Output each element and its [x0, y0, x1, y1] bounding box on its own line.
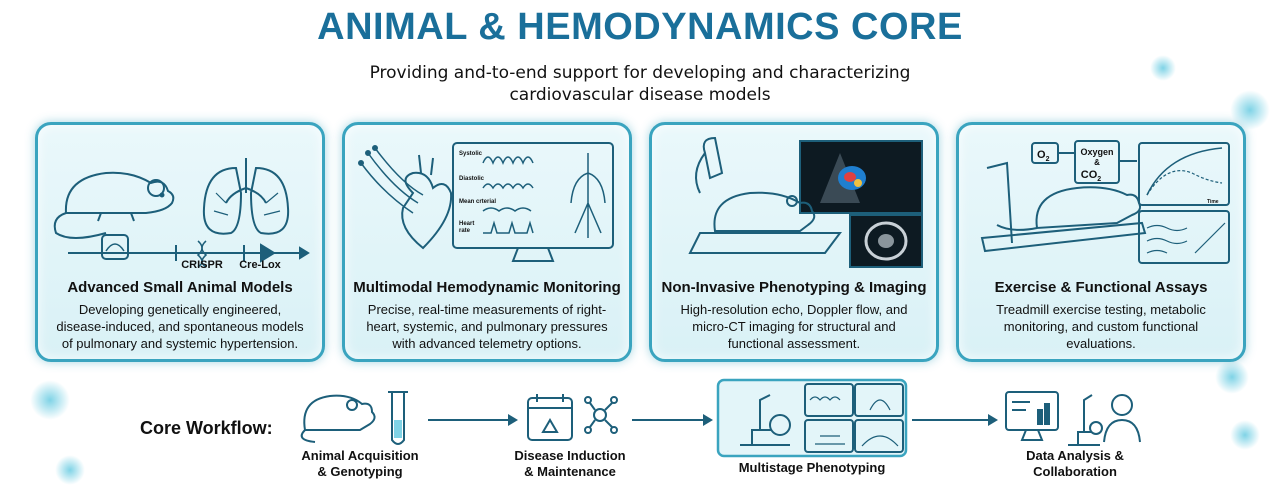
time-label: Time [1207, 199, 1219, 205]
glow-decoration [55, 455, 85, 485]
desc-line: disease-induced, and spontaneous models [56, 319, 304, 334]
heart-icon [401, 154, 453, 250]
step-line: Collaboration [1033, 464, 1117, 479]
card-title: Non-Invasive Phenotyping & Imaging [661, 279, 927, 296]
ultrasound-probe-icon [702, 136, 724, 180]
subtitle-line: cardiovascular disease models [509, 85, 771, 105]
treadmill-icon [986, 161, 1013, 244]
card-description: High-resolution echo, Doppler flow, and … [658, 301, 930, 352]
workflow-step-disease-induction: Disease Induction & Maintenance [500, 448, 640, 480]
card-animal-models: CRISPR Cre-Lox Advanced Small Animal Mod… [35, 122, 325, 362]
monitor-icon [452, 142, 614, 249]
phenotyping-panel [716, 378, 908, 458]
workflow-step-acquisition: Animal Acquisition & Genotyping [290, 448, 430, 480]
mean-label: Mean crterial [459, 199, 496, 205]
animal-models-illustration: CRISPR Cre-Lox [53, 158, 310, 268]
calendar-icon [527, 394, 573, 441]
crelox-label: Cre-Lox [239, 259, 281, 268]
test-tube-icon [388, 391, 408, 445]
card-exercise-assays: O2 Oxygen & CO2 Time Exercise & Function… [956, 122, 1246, 362]
systolic-label: Systolic [459, 151, 483, 157]
mouse-icon [300, 394, 376, 443]
card-title: Multimodal Hemodynamic Monitoring [353, 279, 621, 296]
desc-line: heart, systemic, and pulmonary pressures [366, 319, 608, 334]
glow-decoration [1215, 360, 1249, 394]
heart-label: Heart [459, 221, 474, 227]
glow-decoration [30, 380, 70, 420]
glow-decoration [1230, 420, 1260, 450]
mouse-icon [53, 171, 175, 239]
network-icon [584, 396, 618, 434]
desc-line: Precise, real-time measurements of right… [367, 302, 607, 317]
svg-text:O2: O2 [1037, 149, 1050, 163]
step-line: & Maintenance [524, 464, 616, 479]
desc-line: Treadmill exercise testing, metabolic [996, 302, 1206, 317]
card-description: Treadmill exercise testing, metabolic mo… [965, 301, 1237, 352]
subtitle-line: Providing and-to-end support for develop… [369, 63, 911, 83]
microscope-icon [740, 394, 791, 446]
arrow-head [988, 414, 998, 426]
arrow-head [508, 414, 518, 426]
imaging-illustration [688, 136, 923, 268]
card-phenotyping-imaging: Non-Invasive Phenotyping & Imaging High-… [649, 122, 939, 362]
page-subtitle: Providing and-to-end support for develop… [0, 62, 1280, 106]
exercise-illustration: O2 Oxygen & CO2 Time [980, 140, 1230, 264]
desc-line: functional assessment. [727, 336, 861, 351]
svg-text:&: & [1094, 158, 1100, 167]
desc-line: High-resolution echo, Doppler flow, and [680, 302, 908, 317]
card-title: Advanced Small Animal Models [67, 279, 293, 296]
graph-panel [1138, 142, 1230, 206]
computer-chart-icon [1005, 391, 1059, 441]
desc-line: monitoring, and custom functional [1003, 319, 1199, 334]
step-line: Animal Acquisition [301, 448, 419, 463]
rate-label: rate [459, 228, 471, 234]
arrow-head [703, 414, 713, 426]
workflow-label: Core Workflow: [140, 418, 273, 438]
rat-icon [1035, 186, 1142, 230]
card-description: Precise, real-time measurements of right… [351, 301, 623, 352]
svg-text:CO2: CO2 [1081, 169, 1102, 183]
mouse-icon [713, 191, 816, 232]
oxygen-label: Oxygen [1080, 147, 1113, 157]
step-line: Disease Induction [514, 448, 626, 463]
step-line: Data Analysis & [1026, 448, 1124, 463]
card-title: Exercise & Functional Assays [994, 279, 1208, 296]
glow-decoration [1150, 55, 1176, 81]
diastolic-label: Diastolic [459, 176, 485, 182]
graph-panel [1138, 210, 1230, 264]
desc-line: with advanced telemetry options. [392, 336, 582, 351]
crispr-label: CRISPR [181, 259, 223, 268]
step-line: Multistage Phenotyping [738, 460, 886, 475]
card-description: Developing genetically engineered, disea… [44, 301, 316, 352]
desc-line: Developing genetically engineered, [78, 302, 282, 317]
hemodynamic-illustration: Systolic Diastolic Mean crterial Heart r… [358, 142, 614, 262]
microscope-icon [1068, 394, 1103, 446]
person-icon [1103, 394, 1141, 443]
workflow-step-phenotyping: Multistage Phenotyping [722, 460, 902, 476]
desc-line: micro-CT imaging for structural and [692, 319, 896, 334]
step-line: & Genotyping [317, 464, 403, 479]
lungs-icon [202, 158, 290, 235]
page-title: ANIMAL & HEMODYNAMICS CORE [317, 6, 963, 48]
card-hemodynamic-monitoring: Systolic Diastolic Mean crterial Heart r… [342, 122, 632, 362]
workflow-step-data-analysis: Data Analysis & Collaboration [1005, 448, 1145, 480]
desc-line: evaluations. [1066, 336, 1136, 351]
desc-line: of pulmonary and systemic hypertension. [61, 336, 299, 351]
